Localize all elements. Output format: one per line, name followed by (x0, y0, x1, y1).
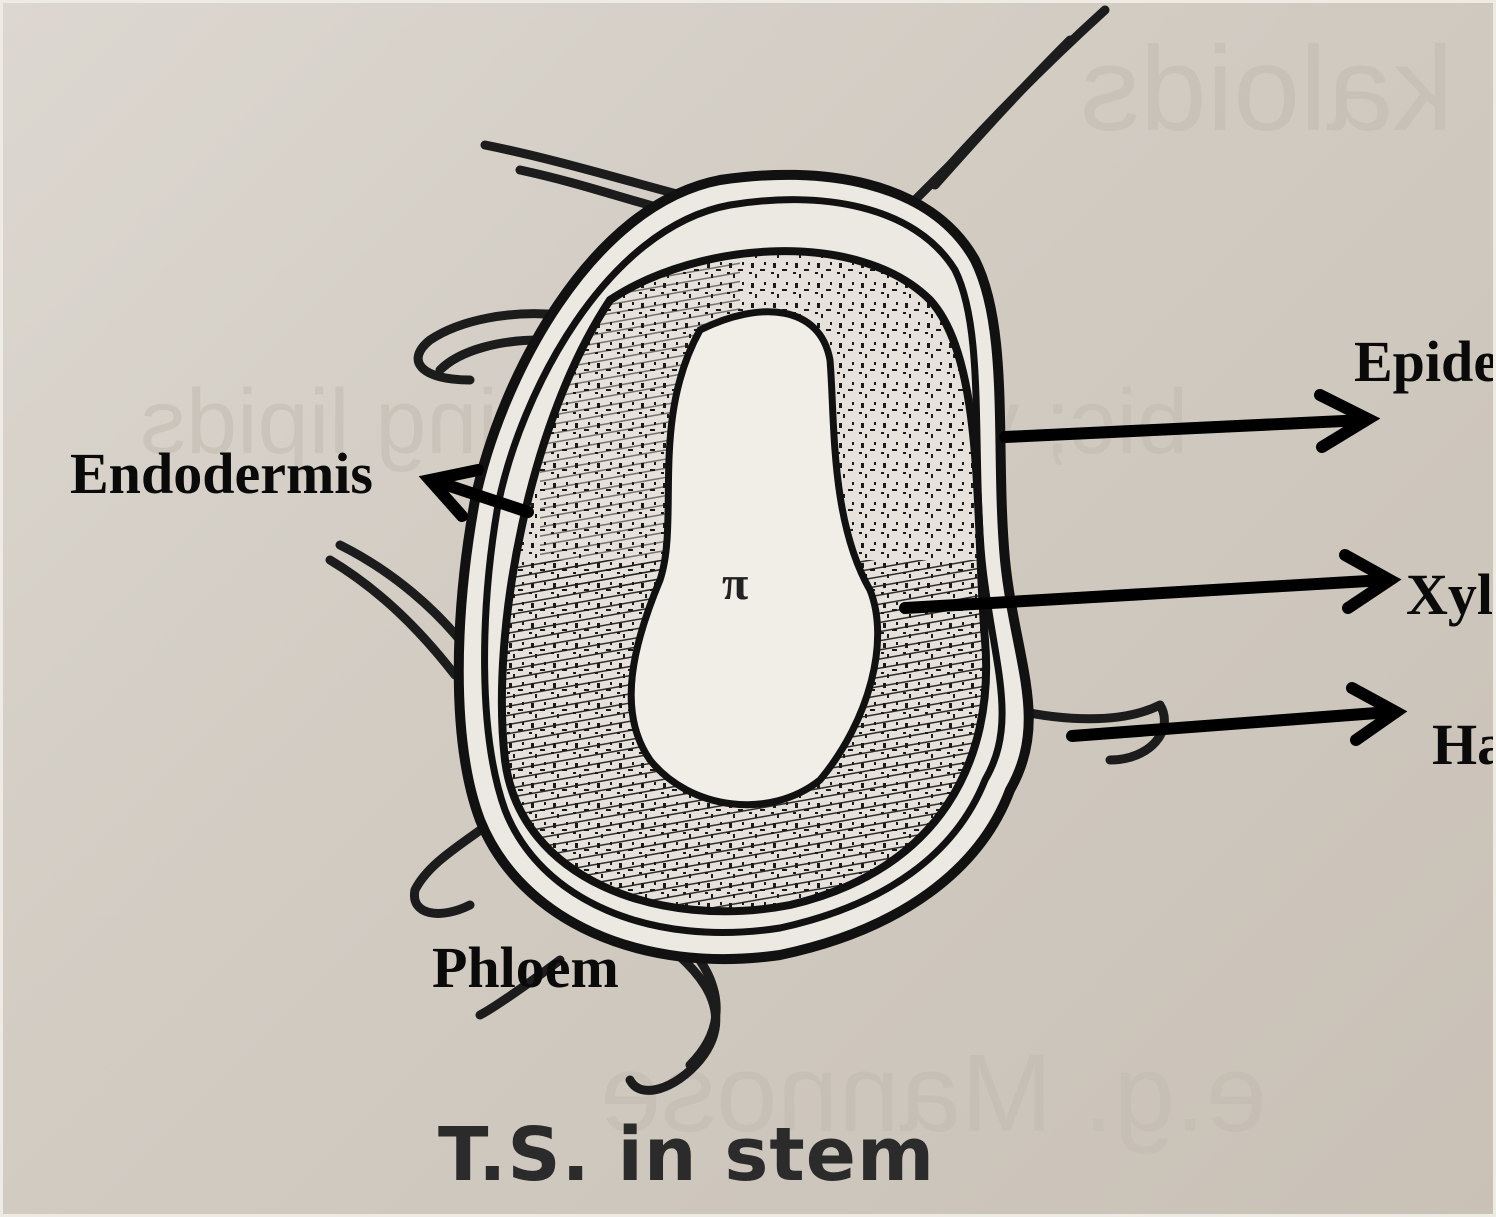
pith-symbol: π (722, 560, 748, 608)
label-hair: Ha (1432, 716, 1496, 774)
epidermis-arrow (1005, 420, 1365, 437)
label-xylem: Xyl (1406, 566, 1493, 624)
label-endodermis: Endodermis (70, 445, 373, 503)
diagram-caption: T.S. in stem (438, 1118, 935, 1192)
label-phloem: Phloem (432, 939, 619, 997)
label-epidermis: Epide (1354, 333, 1496, 391)
